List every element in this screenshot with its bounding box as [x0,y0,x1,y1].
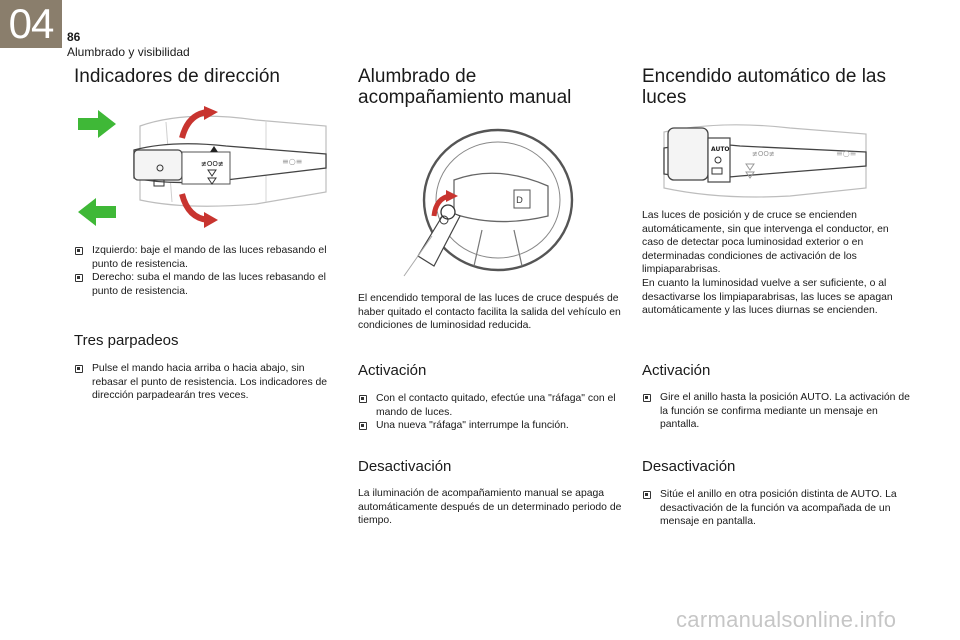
guide-deactivation-title: Desactivación [358,458,452,475]
guide-deactivation-section: Desactivación [358,458,626,476]
guide-me-home-title-line1: Alumbrado de [358,66,477,87]
position-lights-icon [714,156,722,164]
three-flashes-section: Tres parpadeos [74,332,336,350]
guide-me-home-intro-text: El encendido temporal de las luces de cr… [358,293,621,332]
auto-lighting-intro-text-2: En cuanto la luminosidad vuelve a ser su… [642,277,893,317]
section-label: Alumbrado y visibilidad [67,45,190,59]
column-guide-me-home: Alumbrado de acompañamiento manual [358,66,626,108]
auto-lighting-title-line1: Encendido automático de las [642,66,886,87]
sun-symbol-icon [156,164,164,172]
bullet-guide-activation-1: Con el contacto quitado, efectúe una "rá… [358,392,626,419]
auto-activation-body: Gire el anillo hasta la posición AUTO. L… [642,391,912,432]
column-turn-signals: Indicadores de dirección [74,66,336,87]
bullet-three-flashes: Pulse el mando hacia arriba o hacia abaj… [74,362,336,403]
bullet-left-signal: Izquierdo: baje el mando de las luces re… [74,244,336,271]
turn-signal-stalk-illustration: ≢OO≢ ≡○≡ [78,106,327,228]
svg-text:D: D [516,196,523,206]
svg-text:≢OO≢: ≢OO≢ [752,150,775,158]
svg-text:≡○≡: ≡○≡ [282,157,302,166]
chapter-number-box: 04 [0,0,62,48]
auto-lights-stalk-illustration: AUTO ≢OO≢ ≡○≡ [663,124,867,198]
guide-activation-body: Con el contacto quitado, efectúe una "rá… [358,392,626,433]
auto-deactivation-body: Sitúe el anillo en otra posición distint… [642,488,912,529]
three-flashes-body: Pulse el mando hacia arriba o hacia abaj… [74,362,336,403]
auto-activation-section: Activación [642,362,912,380]
guide-deactivation-body: La iluminación de acompañamiento manual … [358,487,626,528]
turn-signal-instructions: Izquierdo: baje el mando de las luces re… [74,244,336,298]
guide-me-home-title-line2: acompañamiento manual [358,87,572,108]
bullet-auto-deactivation: Sitúe el anillo en otra posición distint… [642,488,912,529]
auto-lighting-intro-text: Las luces de posición y de cruce se enci… [642,210,889,276]
bullet-guide-activation-2: Una nueva "ráfaga" interrumpe la función… [358,419,626,433]
turn-signals-title: Indicadores de dirección [74,66,280,87]
steering-wheel-illustration: D [403,128,574,277]
turn-signal-bullets: Izquierdo: baje el mando de las luces re… [74,244,336,298]
auto-activation-title: Activación [642,362,711,379]
guide-deactivation-text: La iluminación de acompañamiento manual … [358,488,622,527]
guide-activation-title: Activación [358,362,427,379]
guide-me-home-intro: El encendido temporal de las luces de cr… [358,292,626,333]
green-arrow-right-icon [78,110,116,138]
auto-position-label: AUTO [711,146,730,153]
site-watermark: carmanualsonline.info [676,607,897,632]
auto-deactivation-section: Desactivación [642,458,912,476]
auto-lighting-title-line2: luces [642,87,687,108]
column-auto-lighting: Encendido automático de las luces [642,66,912,108]
three-flashes-title: Tres parpadeos [74,332,179,349]
guide-activation-section: Activación [358,362,626,380]
bullet-auto-activation: Gire el anillo hasta la posición AUTO. L… [642,391,912,432]
auto-deactivation-title: Desactivación [642,458,736,475]
auto-lighting-intro: Las luces de posición y de cruce se enci… [642,209,912,318]
svg-text:≢OO≢: ≢OO≢ [201,160,224,168]
page-number: 86 [67,30,81,44]
green-arrow-left-icon [78,198,116,226]
bullet-right-signal: Derecho: suba el mando de las luces reba… [74,271,336,298]
svg-text:≡○≡: ≡○≡ [836,149,856,158]
